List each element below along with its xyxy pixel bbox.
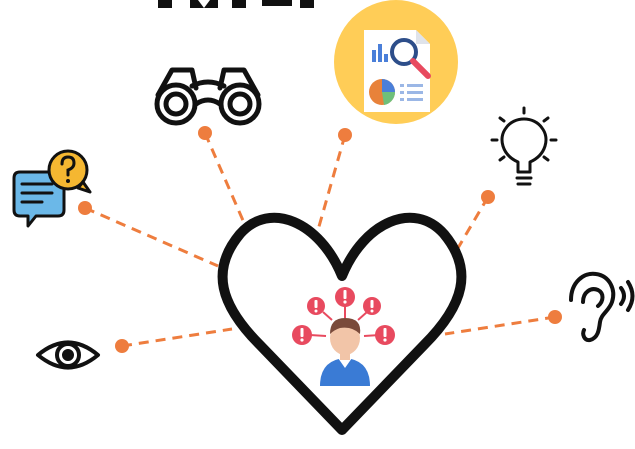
lightbulb-icon	[490, 106, 558, 186]
title-fragment	[158, 0, 314, 8]
connector-ear	[444, 315, 556, 336]
connectors	[84, 132, 556, 348]
connector-dots	[78, 126, 562, 353]
connector-binoculars	[203, 132, 250, 233]
person-with-alerts-icon	[292, 287, 395, 386]
connector-eye	[121, 327, 233, 348]
connector-chat	[84, 206, 219, 268]
connector-lightbulb	[456, 196, 490, 249]
chat-question-icon	[12, 149, 92, 228]
ear-icon	[569, 271, 635, 343]
binoculars-icon	[154, 67, 262, 126]
report-magnifier-icon	[334, 0, 458, 124]
connector-report	[316, 134, 347, 231]
eye-icon	[36, 340, 100, 370]
